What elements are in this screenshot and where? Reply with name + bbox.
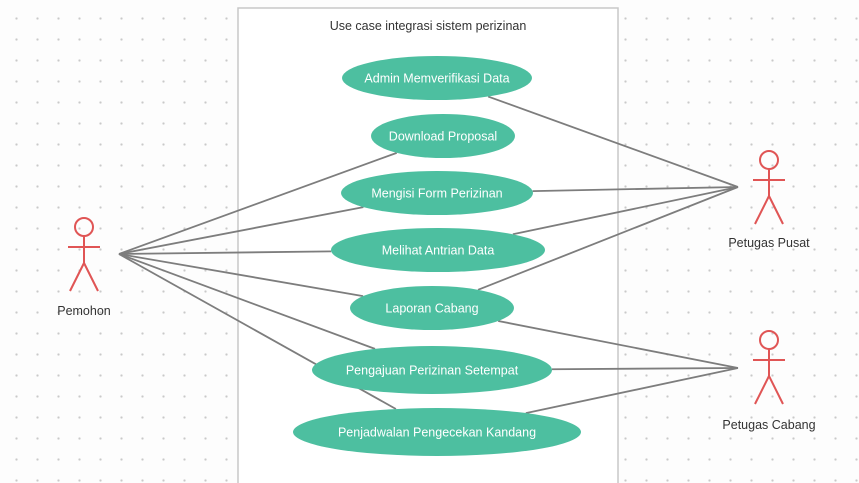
use-case-label: Pengajuan Perizinan Setempat (346, 364, 519, 378)
association-line-cabang-uc5 (498, 320, 739, 369)
association-line-pemohon-uc5 (118, 253, 364, 297)
system-title: Use case integrasi sistem perizinan (330, 19, 527, 33)
use-case-ellipse[interactable] (331, 228, 545, 272)
association-line-cabang-uc6 (551, 367, 739, 371)
use-case-label: Admin Memverifikasi Data (364, 72, 509, 86)
actor-pemohon[interactable]: Pemohon (57, 217, 111, 318)
association-lines (118, 95, 739, 414)
use-case-ellipse[interactable] (342, 56, 532, 100)
use-case-6[interactable]: Pengajuan Perizinan Setempat (312, 346, 552, 394)
use-case-label: Mengisi Form Perizinan (371, 187, 502, 201)
actor-left-leg-icon (754, 195, 770, 225)
use-case-ellipse[interactable] (350, 286, 514, 330)
association-line-pemohon-uc2 (118, 152, 398, 255)
association-line-cabang-uc7 (525, 367, 739, 414)
association-line-pusat-uc3 (532, 186, 739, 192)
use-case-4[interactable]: Melihat Antrian Data (331, 228, 545, 272)
use-case-ellipse[interactable] (371, 114, 515, 158)
actor-label: Petugas Cabang (722, 418, 815, 432)
actor-head-icon (759, 150, 779, 170)
actor-head-icon (74, 217, 94, 237)
use-case-7[interactable]: Penjadwalan Pengecekan Kandang (293, 408, 581, 456)
actor-right-leg-icon (768, 195, 784, 225)
use-case-5[interactable]: Laporan Cabang (350, 286, 514, 330)
association-line-pemohon-uc4 (118, 250, 332, 255)
association-line-pusat-uc4 (512, 186, 739, 236)
use-case-label: Penjadwalan Pengecekan Kandang (338, 426, 536, 440)
actor-cabang[interactable]: Petugas Cabang (722, 330, 816, 432)
actor-right-leg-icon (768, 375, 784, 405)
use-case-ellipse[interactable] (312, 346, 552, 394)
actor-left-leg-icon (69, 262, 85, 292)
use-case-ellipse[interactable] (341, 171, 533, 215)
actor-right-leg-icon (83, 262, 99, 292)
use-case-1[interactable]: Admin Memverifikasi Data (342, 56, 532, 100)
association-line-pemohon-uc3 (118, 206, 364, 255)
actor-label: Petugas Pusat (728, 236, 810, 250)
use-case-3[interactable]: Mengisi Form Perizinan (341, 171, 533, 215)
actor-pusat[interactable]: Petugas Pusat (728, 150, 810, 250)
association-line-pusat-uc5 (477, 186, 739, 291)
use-case-ellipse[interactable] (293, 408, 581, 456)
use-case-2[interactable]: Download Proposal (371, 114, 515, 158)
actor-left-leg-icon (754, 375, 770, 405)
use-case-label: Download Proposal (389, 130, 497, 144)
actor-head-icon (759, 330, 779, 350)
association-line-pemohon-uc6 (118, 253, 376, 350)
association-line-pusat-uc1 (487, 95, 739, 188)
use-case-label: Laporan Cabang (385, 302, 478, 316)
use-case-label: Melihat Antrian Data (382, 244, 495, 258)
actor-label: Pemohon (57, 304, 111, 318)
